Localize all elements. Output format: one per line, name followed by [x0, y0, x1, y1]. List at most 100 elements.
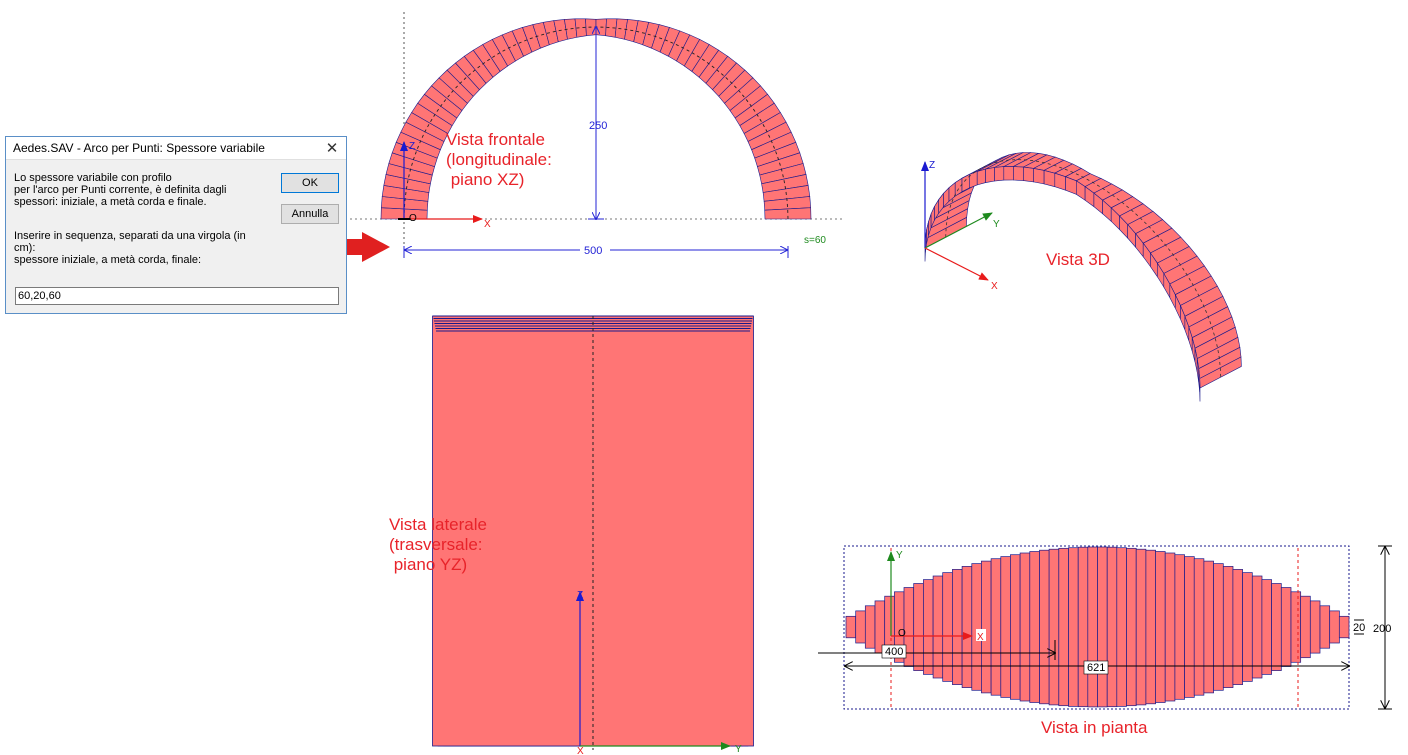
view3d-axis-y-label: Y — [993, 219, 1000, 230]
plan-strip — [1145, 549, 1156, 705]
dialog-description-line2: per l'arco per Punti corrente, è definit… — [14, 184, 227, 196]
arch3d-side — [1003, 166, 1014, 181]
dialog-instruction-line3: spessore iniziale, a metà corda, finale: — [14, 254, 202, 266]
plan-strip — [981, 560, 992, 694]
close-icon[interactable]: ✕ — [325, 140, 339, 157]
thickness-input[interactable] — [15, 287, 339, 305]
thickness-note: s=60 — [804, 235, 826, 246]
view3d-axis-z-label: Z — [929, 160, 935, 171]
spessore-variabile-dialog: Aedes.SAV - Arco per Punti: Spessore var… — [5, 136, 347, 314]
arch3d-side — [1013, 166, 1024, 181]
dialog-description-line3: spessori: iniziale, a metà corda e final… — [14, 196, 207, 208]
arch3d-side — [1043, 170, 1056, 188]
plan-dim-400-box — [881, 644, 907, 659]
plan-strip — [1106, 546, 1118, 708]
plan-strip — [923, 579, 934, 675]
front-view-label: Vista frontale (longitudinale: piano XZ) — [446, 130, 552, 190]
plan-strip — [1280, 587, 1292, 667]
dialog-instruction: Inserire in sequenza, separati da una vi… — [14, 230, 279, 266]
front-origin-label: O — [409, 213, 417, 224]
plan-dim-621-box — [1083, 660, 1109, 675]
plan-lens — [845, 546, 1350, 708]
plan-view: Y X O 400 621 200 20 — [818, 545, 1392, 710]
front-axis-x-label: X — [484, 219, 491, 230]
arch3d-side — [1033, 168, 1045, 185]
side-ring — [432, 315, 754, 747]
plan-strip — [952, 569, 963, 685]
plan-view-label: Vista in pianta — [1041, 718, 1148, 737]
side-view-label-line2: (trasversale: — [389, 535, 483, 554]
plan-strip — [1048, 548, 1060, 706]
plan-bounding-box — [843, 545, 1350, 710]
plan-strip — [942, 572, 953, 682]
dialog-instruction-line1: Inserire in sequenza, separati da una vi… — [14, 230, 246, 242]
plan-strip — [1203, 560, 1214, 694]
plan-strip — [1077, 546, 1089, 708]
plan-strip — [1251, 575, 1263, 679]
plan-strip — [1087, 546, 1098, 708]
plan-strip — [1174, 554, 1185, 700]
plan-strip — [932, 575, 944, 679]
arch3d-side — [976, 168, 986, 186]
plan-strip — [1319, 605, 1331, 649]
view-3d: Z Y X — [921, 152, 1242, 402]
plan-strip — [1242, 572, 1253, 682]
side-view-label-line1: Vista laterale — [389, 515, 487, 534]
plan-strip — [1029, 551, 1040, 703]
dialog-instruction-line2: cm): — [14, 242, 36, 254]
plan-strip — [864, 605, 876, 649]
plan-strip — [1097, 546, 1108, 708]
plan-strip — [1300, 595, 1311, 659]
front-view-label-line3: piano XZ) — [446, 170, 525, 189]
front-view-label-line2: (longitudinale: — [446, 150, 552, 169]
plan-strip — [1309, 600, 1321, 654]
dialog-title-bar[interactable]: Aedes.SAV - Arco per Punti: Spessore var… — [6, 137, 346, 160]
side-view-label: Vista laterale (trasversale: piano YZ) — [389, 515, 487, 575]
side-view: Z Y X — [432, 315, 754, 755]
dialog-description: Lo spessore variabile con profilo per l'… — [14, 172, 226, 208]
plan-strip — [1329, 610, 1340, 644]
side-axis-x-label: X — [577, 746, 584, 755]
plan-strip — [1058, 547, 1069, 707]
plan-dim-400: 400 — [885, 646, 903, 658]
arch3d-side — [1023, 166, 1034, 183]
arch3d-side — [985, 167, 995, 183]
plan-strip — [1271, 583, 1282, 671]
front-arch — [380, 18, 812, 220]
plan-strip — [990, 558, 1002, 696]
front-view: 250 500 s=60 Z X O — [350, 12, 845, 258]
dialog-title: Aedes.SAV - Arco per Punti: Spessore var… — [13, 141, 265, 155]
arch3d-side — [968, 170, 978, 189]
plan-strip — [1222, 566, 1234, 688]
plan-dim-200: 200 — [1373, 623, 1391, 635]
front-axis-z-label: Z — [409, 141, 415, 152]
plan-strip — [1039, 549, 1050, 705]
plan-strip — [1232, 569, 1243, 685]
side-axis-y-label: Y — [735, 744, 742, 755]
cancel-button[interactable]: Annulla — [281, 204, 339, 224]
plan-strip — [1155, 551, 1166, 703]
plan-dim-621: 621 — [1087, 662, 1105, 674]
plan-strip — [1261, 579, 1272, 675]
plan-strip — [1000, 556, 1011, 698]
plan-strip — [845, 615, 857, 639]
plan-strip — [1193, 558, 1205, 696]
arch3d-side — [994, 166, 1005, 182]
view3d-y-axis — [924, 212, 993, 249]
plan-axis-x-label: X — [977, 632, 984, 643]
dialog-description-line1: Lo spessore variabile con profilo — [14, 172, 172, 184]
front-voussoir — [764, 207, 812, 220]
view3d-x-axis — [924, 247, 989, 281]
front-view-label-line1: Vista frontale — [446, 130, 545, 149]
view-3d-label: Vista 3D — [1046, 250, 1110, 269]
side-view-label-line3: piano YZ) — [389, 555, 468, 574]
plan-axis-y-label: Y — [896, 550, 903, 561]
plan-strip — [855, 610, 866, 644]
plan-strip — [1068, 547, 1079, 707]
plan-strip — [1010, 554, 1021, 700]
arch3d-centerline — [945, 159, 1222, 378]
plan-strip — [1184, 556, 1195, 698]
plan-strip — [1135, 548, 1147, 706]
ok-button[interactable]: OK — [281, 173, 339, 193]
